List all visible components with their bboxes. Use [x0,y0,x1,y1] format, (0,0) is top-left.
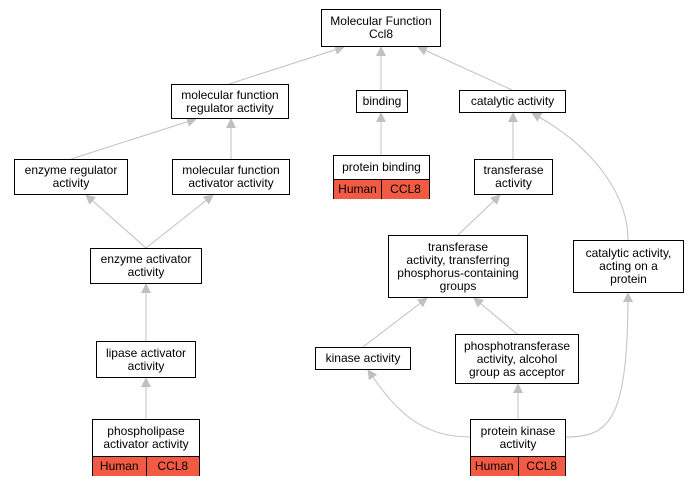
edge-phosphot-phospho [473,297,518,335]
edge-mfreg-root [228,44,345,85]
edge-kinase-phospho [362,297,428,348]
edge-phospho-transf [457,194,501,236]
node-root[interactable]: Molecular Function Ccl8 [321,9,441,47]
species-badge[interactable]: Human [334,180,381,199]
node-mf-regulator[interactable]: molecular function regulator activity [171,84,289,119]
node-lipase-activator[interactable]: lipase activator activity [96,341,196,378]
node-transferase[interactable]: transferase activity [474,159,553,195]
node-protein-kinase[interactable]: protein kinase activity Human CCL8 [470,419,566,476]
species-badge[interactable]: Human [93,457,146,476]
edge-enzact-enzreg [85,194,147,249]
gene-badge[interactable]: CCL8 [517,457,565,476]
node-mf-activator[interactable]: molecular function activator activity [172,159,290,195]
node-enzyme-regulator[interactable]: enzyme regulator activity [14,159,128,195]
node-binding[interactable]: binding [356,90,408,113]
gene-badge[interactable]: CCL8 [145,457,199,476]
edge-enzreg-mfreg [70,116,197,160]
edge-catprot-cat [531,112,629,241]
edge-pkinase-catprot [565,292,633,438]
node-kinase[interactable]: kinase activity [315,347,411,370]
edge-pkinase-kinase [367,369,471,438]
node-protein-binding[interactable]: protein binding Human CCL8 [333,155,430,199]
edge-enzact-mfact [145,194,214,249]
edge-catalytic-root [417,46,513,91]
node-phosphotransferase[interactable]: phosphotransferase activity, alcohol gro… [455,334,579,384]
gene-badge[interactable]: CCL8 [381,180,429,199]
species-badge[interactable]: Human [471,457,518,476]
node-transferase-phospho[interactable]: transferase activity, transferring phosp… [388,235,528,298]
node-catalytic-protein[interactable]: catalytic activity, acting on a protein [573,240,684,293]
node-catalytic[interactable]: catalytic activity [459,90,566,113]
node-phospholipase-activator[interactable]: phospholipase activator activity Human C… [92,419,200,476]
node-enzyme-activator[interactable]: enzyme activator activity [90,248,202,284]
